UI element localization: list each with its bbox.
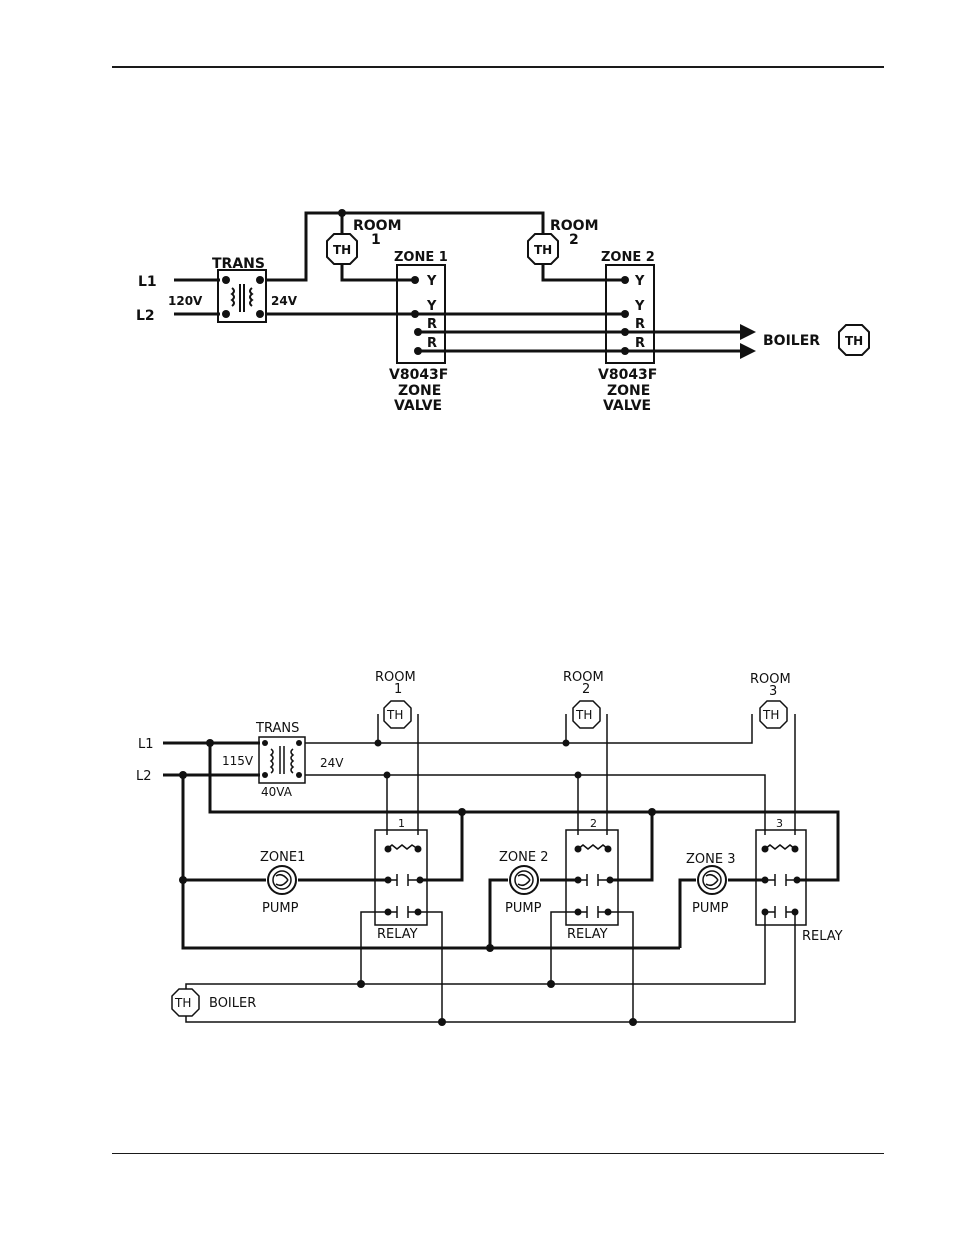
zone2-terminal-y2: Y xyxy=(634,299,645,314)
zone1-label: ZONE 1 xyxy=(394,250,448,265)
zone2-pump-icon xyxy=(510,866,538,894)
primary-voltage: 115V xyxy=(222,754,254,768)
zone-valve-wiring-diagram: L1 L2 TRANS 120V 24V TH TH TH ROOM 1 ROO… xyxy=(0,170,954,630)
relay2-label: RELAY xyxy=(567,927,608,942)
room1-th-label: TH xyxy=(386,708,403,722)
primary-voltage: 120V xyxy=(168,294,203,308)
zone1-valve-line2: VALVE xyxy=(394,398,442,414)
l1-label: L1 xyxy=(138,274,157,290)
header-rule xyxy=(112,66,884,68)
boiler-label: BOILER xyxy=(209,996,256,1011)
trans-label: TRANS xyxy=(255,721,299,736)
l2-label: L2 xyxy=(136,308,155,324)
relay3-number: 3 xyxy=(776,817,783,830)
zone2-valve-line2: VALVE xyxy=(603,398,651,414)
boiler-th-label: TH xyxy=(845,334,863,348)
zone1-pump-sublabel: PUMP xyxy=(262,901,299,916)
l2-label: L2 xyxy=(136,769,152,784)
zone1-pump-label: ZONE1 xyxy=(260,850,305,865)
zone2-valve-model: V8043F xyxy=(598,367,657,383)
room3-th-label: TH xyxy=(762,708,779,722)
l1-label: L1 xyxy=(138,737,154,752)
zone3-pump-icon xyxy=(698,866,726,894)
zone2-pump-label: ZONE 2 xyxy=(499,850,548,865)
room2-th-label: TH xyxy=(575,708,592,722)
zone3-pump-label: ZONE 3 xyxy=(686,852,735,867)
boiler-label: BOILER xyxy=(763,333,820,349)
zone-pump-relay-wiring-diagram: L1 L2 TRANS 115V 24V 40VA ROOM 1 ROOM 2 … xyxy=(0,660,954,1060)
zone1-terminal-r1: R xyxy=(427,317,437,332)
zone1-terminal-y2: Y xyxy=(426,299,437,314)
zone2-terminal-r2: R xyxy=(635,336,645,351)
zone1-terminal-y1: Y xyxy=(426,274,437,289)
relay1-number: 1 xyxy=(398,817,405,830)
zone2-valve-line1: ZONE xyxy=(607,383,650,399)
zone2-terminal-r1: R xyxy=(635,317,645,332)
transformer-rating: 40VA xyxy=(261,785,293,799)
room2-number: 2 xyxy=(582,682,590,697)
th2-label: TH xyxy=(534,243,552,257)
relay1-label: RELAY xyxy=(377,927,418,942)
zone3-pump-sublabel: PUMP xyxy=(692,901,729,916)
relay3-label: RELAY xyxy=(802,929,843,944)
zone1-pump-icon xyxy=(268,866,296,894)
secondary-voltage: 24V xyxy=(320,756,344,770)
zone1-terminal-r2: R xyxy=(427,336,437,351)
th1-label: TH xyxy=(333,243,351,257)
footer-rule xyxy=(112,1153,884,1154)
room1-number: 1 xyxy=(394,682,402,697)
room1-number: 1 xyxy=(371,232,381,248)
trans-label: TRANS xyxy=(212,256,265,272)
zone2-pump-sublabel: PUMP xyxy=(505,901,542,916)
room3-number: 3 xyxy=(769,684,777,699)
zone1-valve-model: V8043F xyxy=(389,367,448,383)
zone2-terminal-y1: Y xyxy=(634,274,645,289)
zone1-valve-line1: ZONE xyxy=(398,383,441,399)
room2-number: 2 xyxy=(569,232,579,248)
secondary-voltage: 24V xyxy=(271,294,298,308)
zone2-label: ZONE 2 xyxy=(601,250,655,265)
relay2-number: 2 xyxy=(590,817,597,830)
boiler-th-label: TH xyxy=(174,996,191,1010)
